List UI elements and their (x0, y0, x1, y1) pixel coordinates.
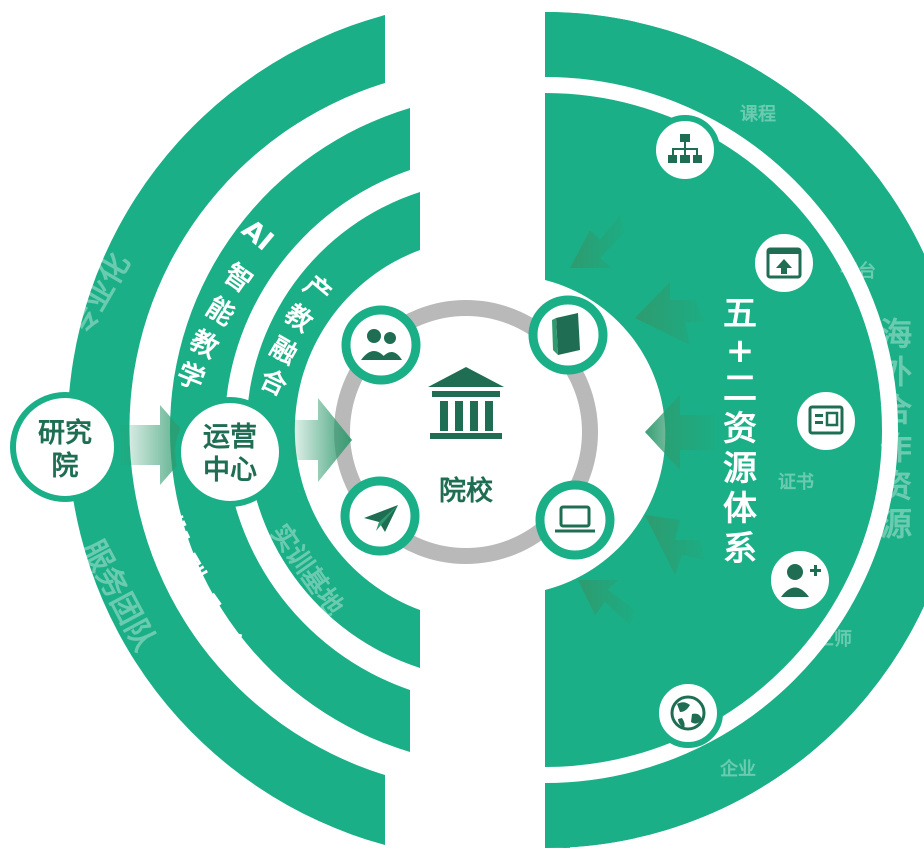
resource-label-platform: 平台 (840, 260, 876, 282)
browser-upload-icon (766, 247, 802, 279)
research-line2: 院 (52, 450, 79, 482)
arrow-bottom-diagonal (578, 580, 635, 625)
book-icon (552, 313, 580, 355)
outer-vertical-ch4: 资 (880, 467, 912, 505)
main-vertical-ch0: 五 (723, 294, 757, 334)
research-line1: 研究 (38, 417, 92, 449)
org-chart-icon (668, 134, 702, 163)
resource-node-certificate: 证书 (778, 386, 861, 493)
main-vertical-ch6: 系 (723, 529, 757, 569)
ops-line1: 运营 (203, 422, 257, 453)
core-node-laptop (535, 480, 615, 560)
resource-label-courses: 课程 (740, 104, 776, 125)
paper-plane-icon (364, 505, 398, 532)
bank-icon (428, 367, 504, 439)
resource-node-teachers: 三师 (765, 545, 852, 650)
main-vertical-ch3: 资 (723, 409, 757, 449)
resource-label-certificate: 证书 (778, 472, 814, 493)
laptop-icon (555, 505, 595, 533)
main-vertical-label: 五 + 二 资 源 体 系 (723, 294, 757, 569)
core-node-plane (340, 476, 420, 556)
outer-vertical-ch0: 海 (880, 315, 912, 353)
main-vertical-ch2: 二 (723, 369, 757, 409)
arrows-group (120, 215, 715, 625)
arrow-research-to-ops (120, 405, 195, 485)
left-outer-band (67, 15, 386, 845)
resource-label-enterprise: 企业 (719, 758, 756, 780)
resource-node-platform: 平台 (749, 228, 876, 298)
arrow-right-lower (645, 515, 705, 575)
research-node: 研究 院 (10, 392, 120, 502)
left-inner-band (246, 192, 420, 668)
globe-icon (670, 695, 706, 731)
core-node-users (341, 305, 421, 385)
resource-label-teachers: 三师 (816, 628, 852, 650)
arrow-ops-to-core (290, 398, 352, 482)
certificate-icon (808, 405, 844, 435)
outer-vertical-ch5: 源 (880, 505, 912, 543)
ops-line2: 中心 (203, 455, 257, 486)
arrow-right-upper (635, 282, 705, 345)
outer-vertical-ch2: 合 (880, 391, 912, 429)
outer-vertical-ch1: 外 (880, 353, 912, 391)
main-vertical-ch4: 源 (723, 449, 757, 489)
main-vertical-ch1: + (726, 331, 755, 371)
main-vertical-ch5: 体 (723, 489, 757, 529)
outer-vertical-label: 海 外 合 作 资 源 (880, 315, 912, 543)
resource-node-enterprise: 企业 (653, 678, 756, 780)
ops-node: 运营 中心 (175, 397, 285, 507)
arrow-right-center (645, 395, 715, 470)
core-node-book (528, 295, 608, 375)
resource-node-courses: 课程 (650, 104, 776, 185)
arrow-top-diagonal (570, 215, 625, 268)
left-middle-band (169, 108, 410, 752)
user-add-icon (781, 564, 821, 597)
outer-vertical-ch3: 作 (880, 429, 912, 467)
users-icon (361, 329, 402, 360)
center-label: 院校 (439, 475, 493, 507)
